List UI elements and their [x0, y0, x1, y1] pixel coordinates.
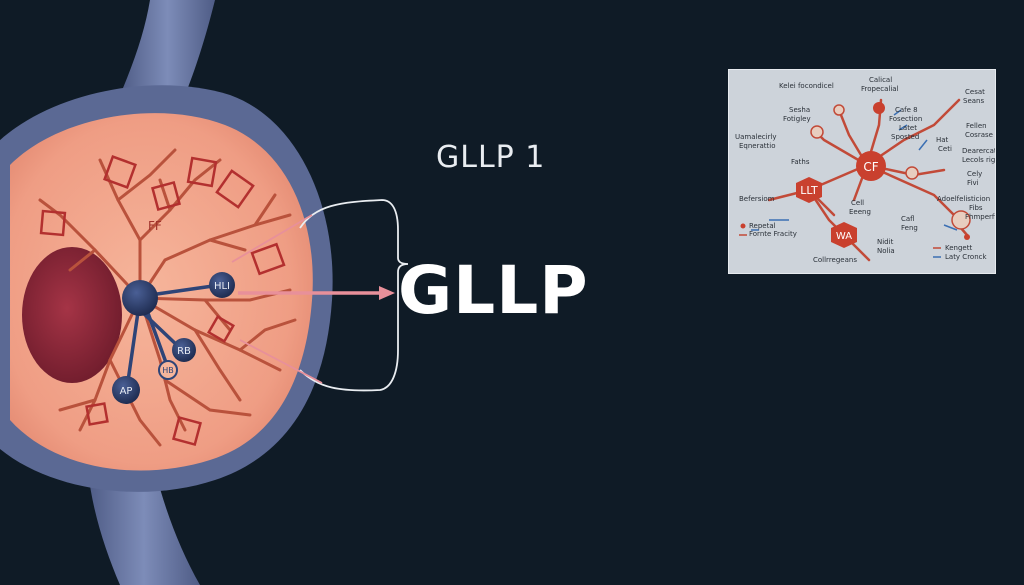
- svg-text:Sposted: Sposted: [891, 133, 919, 141]
- signal-lines: [125, 283, 222, 390]
- vessel-lower: [88, 470, 200, 585]
- svg-text:Calical: Calical: [869, 76, 892, 84]
- nucleus: [22, 247, 122, 383]
- svg-text:Feng: Feng: [901, 224, 918, 232]
- svg-text:Seans: Seans: [963, 97, 984, 105]
- node-label-hb: HB: [162, 366, 174, 375]
- inset-network-diagram: CF LLT WA Kelei focondicel Calical Frope…: [728, 69, 1007, 274]
- svg-text:Fivi: Fivi: [967, 179, 979, 187]
- callout-line-bottom: [239, 339, 323, 384]
- node-label-rb: RB: [177, 346, 191, 357]
- svg-text:Collrregeans: Collrregeans: [813, 256, 857, 264]
- svg-text:Ceti: Ceti: [938, 145, 952, 153]
- inset-hub-wa: [831, 222, 857, 248]
- svg-text:Cell: Cell: [851, 199, 864, 207]
- svg-text:Fellen: Fellen: [966, 122, 987, 130]
- svg-text:Adoelfelisticion: Adoelfelisticion: [937, 195, 990, 203]
- node-rb: [172, 338, 196, 362]
- pointer-arrow-head: [379, 286, 395, 300]
- svg-text:Cosrase: Cosrase: [965, 131, 993, 139]
- cell-nodes: FF HLI RB HB AP: [112, 219, 235, 404]
- network-motifs: [39, 155, 286, 447]
- svg-text:Sesha: Sesha: [789, 106, 810, 114]
- inset-hubs: CF LLT WA: [796, 151, 886, 248]
- diagram-title: GLLP: [398, 252, 589, 329]
- svg-text:Cafl: Cafl: [901, 215, 915, 223]
- svg-text:Faths: Faths: [791, 158, 810, 166]
- inset-small-nodes: [810, 102, 971, 240]
- callout-line-top: [231, 214, 313, 263]
- svg-text:Latet: Latet: [899, 124, 917, 132]
- node-ap: [112, 376, 140, 404]
- inset-hub-label-wa: WA: [836, 231, 852, 242]
- svg-text:Cesat: Cesat: [965, 88, 985, 96]
- callout-bracket: [299, 199, 409, 392]
- svg-text:Befersiom: Befersiom: [739, 195, 775, 203]
- svg-text:Dearercation: Dearercation: [962, 147, 995, 155]
- inset-canvas: CF LLT WA Kelei focondicel Calical Frope…: [735, 76, 1007, 264]
- signal-hub: [122, 280, 158, 316]
- svg-text:Fotigley: Fotigley: [783, 115, 811, 123]
- svg-text:Cely: Cely: [967, 170, 982, 178]
- dendrite-network: [38, 148, 297, 447]
- svg-text:Fibs: Fibs: [969, 204, 983, 212]
- inset-hub-cf: [856, 151, 886, 181]
- svg-text:Eqnerattio: Eqnerattio: [739, 142, 776, 150]
- inset-labels: Kelei focondicel Calical Fropecalial Ces…: [735, 76, 1007, 264]
- svg-text:Nidit: Nidit: [877, 238, 894, 246]
- svg-text:Kengett: Kengett: [945, 244, 972, 252]
- svg-text:Nolia: Nolia: [877, 247, 895, 255]
- svg-text:Fhmperficy: Fhmperficy: [965, 213, 995, 221]
- inset-legend-markers: [739, 223, 941, 258]
- diagram-subtitle: GLLP 1: [436, 140, 546, 175]
- svg-text:Hat: Hat: [936, 136, 949, 144]
- inset-hub-label-llt: LLT: [800, 184, 818, 197]
- svg-text:Kelei focondicel: Kelei focondicel: [779, 82, 834, 90]
- vessel-upper: [120, 0, 215, 95]
- svg-text:Fornte Fracity: Fornte Fracity: [749, 230, 797, 238]
- svg-text:Laty Cronck: Laty Cronck: [945, 253, 987, 261]
- node-label-ff: FF: [148, 219, 162, 233]
- svg-text:Fosection: Fosection: [889, 115, 922, 123]
- inset-hub-label-cf: CF: [863, 160, 878, 174]
- node-hb: [158, 360, 178, 380]
- svg-text:Repetal: Repetal: [749, 222, 776, 230]
- svg-text:Fropecalial: Fropecalial: [861, 85, 899, 93]
- inset-hub-llt: [796, 177, 822, 203]
- svg-text:Uamalecirly: Uamalecirly: [735, 133, 777, 141]
- svg-text:Lecols rigy: Lecols rigy: [962, 156, 995, 164]
- node-label-ap: AP: [120, 386, 133, 397]
- node-label-hli: HLI: [214, 281, 230, 292]
- svg-text:Eeeng: Eeeng: [849, 208, 871, 216]
- node-hli: [209, 272, 235, 298]
- svg-text:Cafe 8: Cafe 8: [895, 106, 918, 114]
